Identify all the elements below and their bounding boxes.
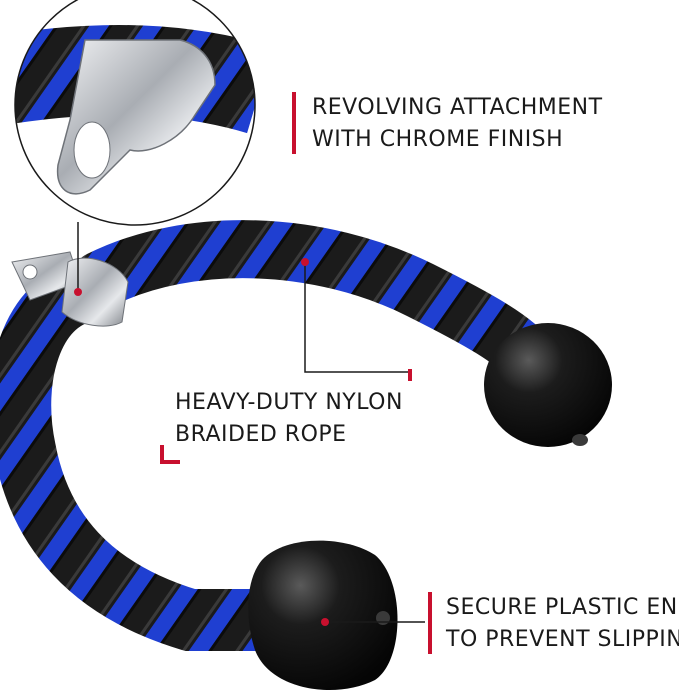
callout-rope: HEAVY-DUTY NYLON BRAIDED ROPE: [175, 387, 403, 451]
accent-bar-attachment: [292, 92, 296, 154]
dot-rope: [301, 258, 309, 266]
chrome-attachment: [11, 251, 129, 327]
callout-rope-line1: HEAVY-DUTY NYLON: [175, 390, 403, 415]
end-cap-bottom: [248, 540, 398, 690]
callout-attachment: REVOLVING ATTACHMENT WITH CHROME FINISH: [312, 92, 603, 156]
callout-attachment-line2: WITH CHROME FINISH: [312, 127, 564, 152]
dot-attachment: [74, 288, 82, 296]
accent-bar-end: [428, 592, 432, 654]
zoom-detail: [14, 0, 256, 226]
end-cap-right: [484, 323, 612, 447]
dot-end: [321, 618, 329, 626]
accent-bar-rope-v: [160, 445, 164, 464]
accent-bar-rope-h: [160, 460, 180, 464]
braided-rope-top: [71, 220, 559, 389]
callout-end: SECURE PLASTIC END TO PREVENT SLIPPING: [446, 592, 679, 656]
braided-rope: [0, 259, 301, 651]
callout-rope-line2: BRAIDED ROPE: [175, 422, 347, 447]
leader-rope: [304, 262, 410, 373]
callout-end-line2: TO PREVENT SLIPPING: [446, 627, 679, 652]
callout-attachment-line1: REVOLVING ATTACHMENT: [312, 95, 603, 120]
callout-end-line1: SECURE PLASTIC END: [446, 595, 679, 620]
accent-bar-rope-top: [408, 369, 412, 381]
